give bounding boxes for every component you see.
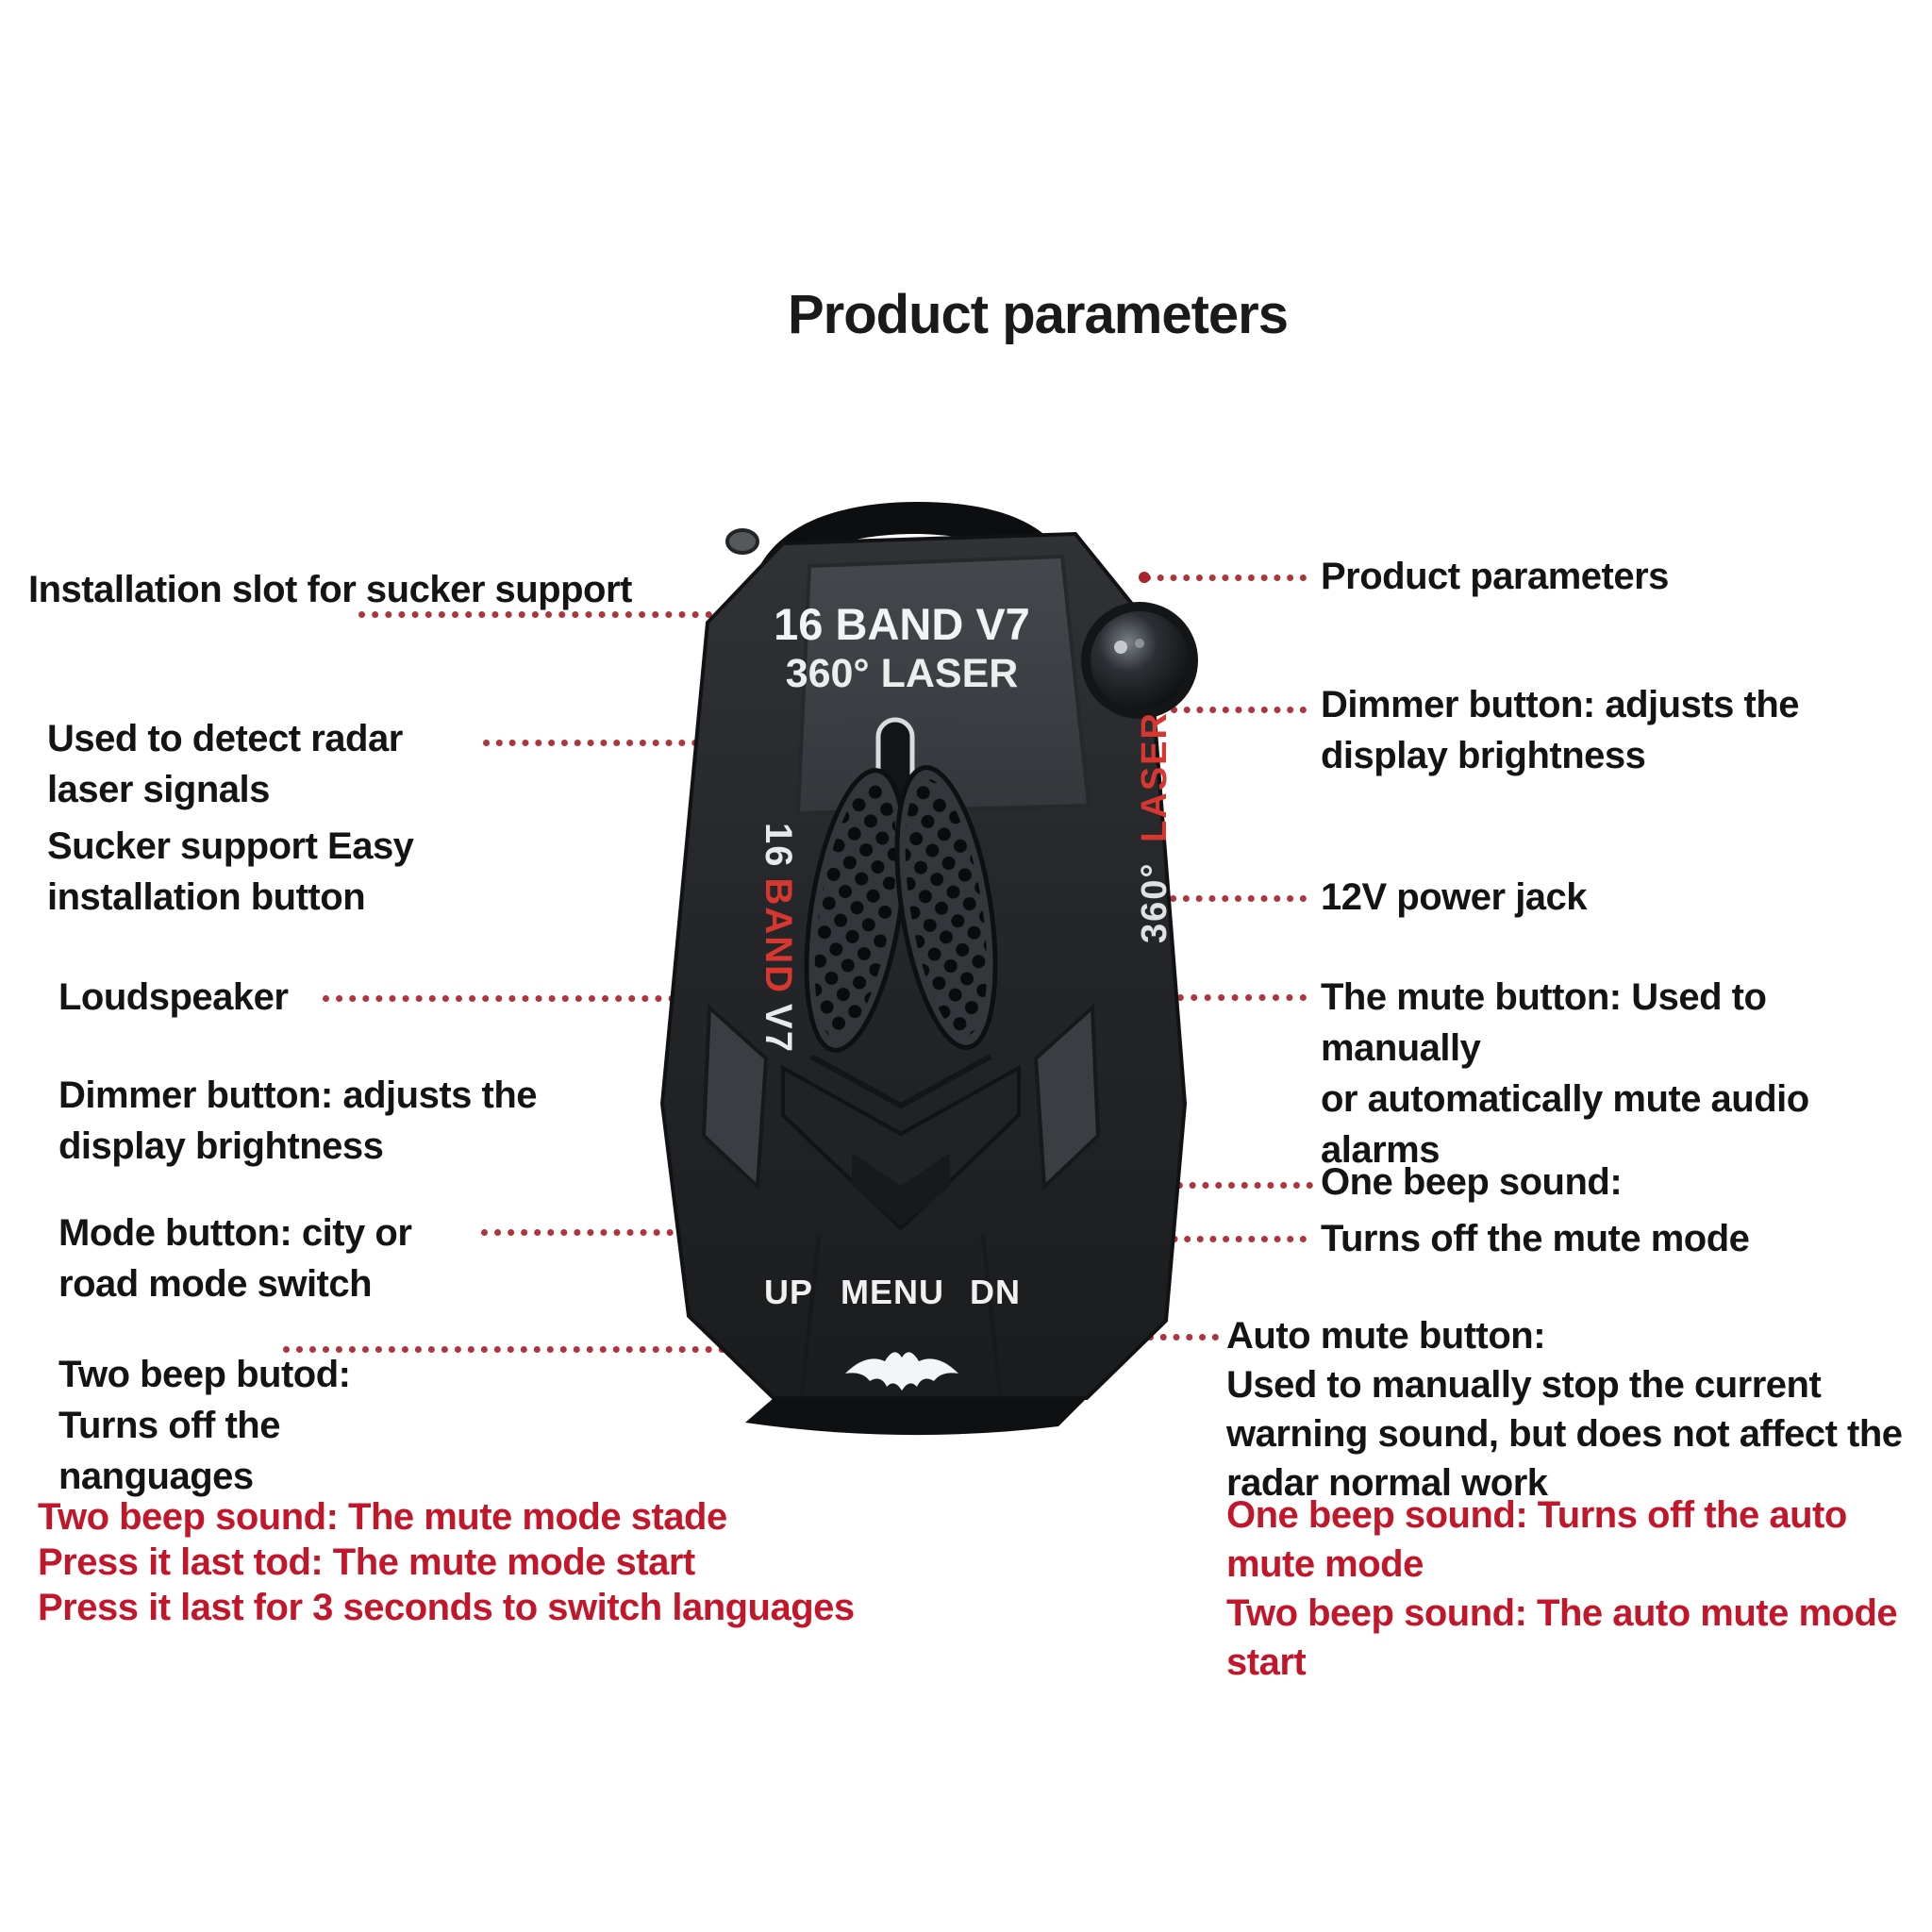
lens-glint: [1114, 641, 1127, 654]
label-sucker-support: Sucker support Easy installation button: [47, 825, 414, 918]
speaker-grille-right: [894, 765, 998, 1050]
face-panel: [795, 554, 1091, 816]
device-face-line2: 360° LASER: [786, 651, 1019, 696]
label-mute-button: The mute button: Used to manually or aut…: [1321, 976, 1809, 1171]
leader-loudspeaker: [323, 995, 702, 1002]
leader-dimmer-right: [1132, 707, 1307, 713]
side-window-left: [701, 1003, 769, 1191]
seam-left: [799, 1235, 822, 1395]
label-two-beep: Two beep butod: Turns off the nanguages: [58, 1354, 351, 1497]
label-mode-button: Mode button: city or road mode switch: [58, 1212, 412, 1305]
leader-mute-button: [1123, 994, 1307, 1001]
menu-button: MENU: [841, 1273, 944, 1311]
suction-knob: [725, 528, 759, 555]
side-window-right: [1033, 1003, 1101, 1191]
leader-power-jack: [1118, 895, 1307, 902]
leader-mode-button: [481, 1229, 713, 1236]
device-face-line1: 16 BAND V7: [774, 599, 1030, 649]
page-title: Product parameters: [788, 284, 1289, 345]
dn-button: DN: [970, 1273, 1021, 1311]
label-dimmer-left: Dimmer button: adjusts the display brigh…: [58, 1074, 538, 1167]
label-dimmer-right: Dimmer button: adjusts the display brigh…: [1321, 684, 1800, 776]
chevron-main: [781, 1064, 1021, 1231]
label-installation-slot: Installation slot for sucker support: [28, 569, 632, 610]
label-loudspeaker: Loudspeaker: [58, 976, 289, 1018]
device-base-shadow: [745, 1398, 1087, 1436]
up-button: UP: [764, 1273, 813, 1311]
leader-two-beep: [283, 1346, 778, 1353]
mount-bracket: [753, 502, 1070, 592]
label-mute-mode-notes: Two beep sound: The mute mode stade Pres…: [38, 1496, 855, 1628]
label-auto-mute: Auto mute button: Used to manually stop …: [1226, 1315, 1903, 1504]
leader-installation-slot: [358, 611, 792, 618]
lens: [1091, 611, 1189, 709]
side-label-right: 360° LASER: [1135, 711, 1174, 943]
side-label-left: 16BANDV7: [758, 823, 799, 1054]
speaker-grille-left: [804, 768, 908, 1053]
chevron-inner: [852, 1153, 950, 1226]
label-one-beep: One beep sound:: [1321, 1161, 1623, 1203]
label-auto-mute-notes: One beep sound: Turns off the auto mute …: [1226, 1494, 1898, 1683]
leader-turns-off-mute: [1120, 1236, 1307, 1242]
leader-dot-product: [1139, 572, 1150, 583]
chevron-ridge: [809, 1054, 992, 1109]
label-product-parameters: Product parameters: [1321, 556, 1669, 597]
label-turns-off-mute: Turns off the mute mode: [1321, 1218, 1750, 1259]
bat-logo-icon: [845, 1352, 958, 1391]
seam-right: [980, 1235, 1003, 1395]
radar-detector-device: 16 BAND V7 360° LASER 16BANDV7 360° LASE…: [659, 502, 1198, 1436]
label-power-jack: 12V power jack: [1321, 876, 1588, 918]
label-radar-laser-detect: Used to detect radar laser signals: [47, 718, 403, 810]
leader-radar-detect: [483, 740, 724, 746]
lens-glint-2: [1135, 639, 1144, 648]
leader-product-parameters: [1144, 575, 1307, 581]
